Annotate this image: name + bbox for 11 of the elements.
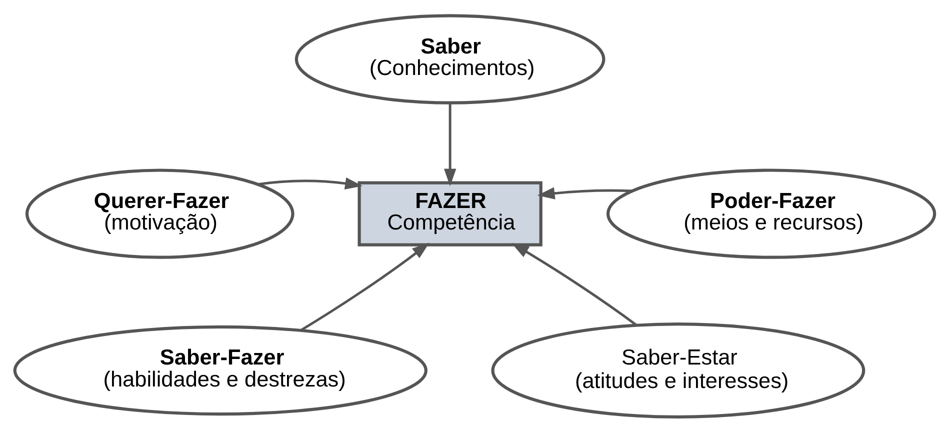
arrow [443, 103, 456, 186]
arrow [536, 187, 631, 200]
node-ellipse: Saber-Estar (atitudes e interesses) [490, 322, 865, 418]
arrow [258, 177, 362, 190]
arrow [300, 242, 429, 332]
node-ellipse: Poder-Fazer (meios e recursos) [606, 168, 936, 259]
node-box: FAZER Competência [357, 181, 542, 246]
arrow [511, 243, 638, 326]
node-ellipse: Querer-Fazer (motivação) [24, 168, 294, 259]
node-ellipse: Saber (Conhecimentos) [294, 14, 605, 104]
node-ellipse: Saber-Fazer (habilidades e destrezas) [12, 325, 427, 416]
